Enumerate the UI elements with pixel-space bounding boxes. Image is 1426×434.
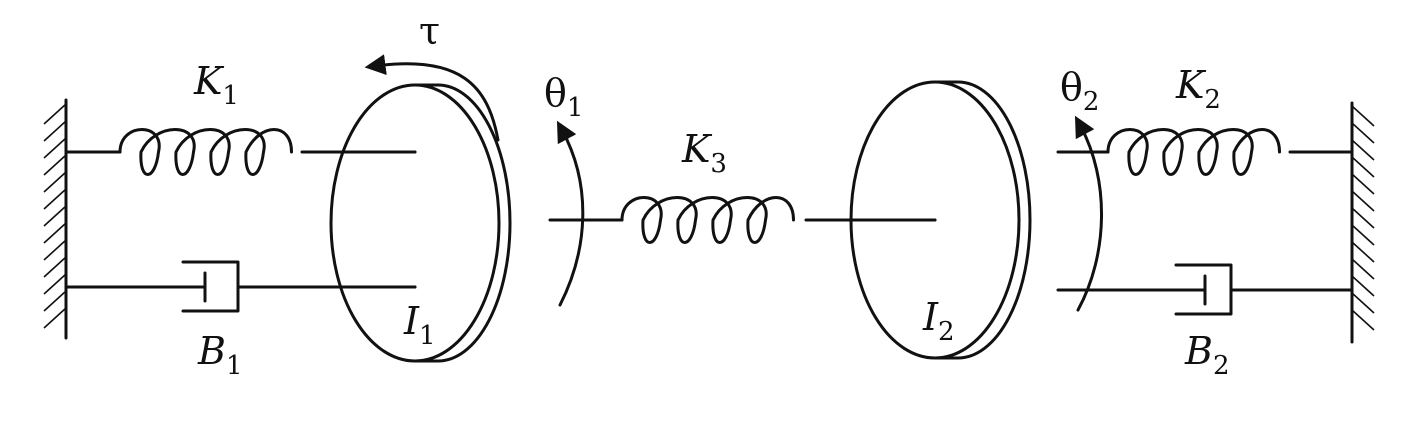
- label-b1: B1: [197, 329, 242, 381]
- hatch-mark: [1351, 139, 1375, 161]
- right-wall: [1350, 101, 1375, 344]
- hatch-mark: [43, 222, 67, 244]
- hatch-mark: [1351, 309, 1375, 331]
- hatch-mark: [1351, 224, 1375, 246]
- hatch-mark: [43, 154, 67, 176]
- label-tau: τ: [419, 9, 440, 53]
- label-b2: B2: [1184, 329, 1229, 381]
- hatch-mark: [1351, 105, 1375, 127]
- hatch-mark: [43, 290, 67, 312]
- disk-i1: [328, 83, 512, 363]
- hatch-mark: [1351, 122, 1375, 144]
- hatch-mark: [1351, 156, 1375, 178]
- label-k2: K2: [1175, 63, 1221, 115]
- theta1-arrow: [556, 120, 585, 307]
- hatch-mark: [1351, 207, 1375, 229]
- hatch-mark: [43, 137, 67, 159]
- torque-arrow: [364, 54, 500, 142]
- hatch-mark: [1351, 292, 1375, 314]
- hatch-mark: [1351, 173, 1375, 195]
- spring-k2: [1056, 128, 1354, 176]
- label-theta1: θ1: [544, 71, 583, 123]
- label-k3: K3: [681, 127, 727, 179]
- hatch-mark: [43, 171, 67, 193]
- hatch-mark: [43, 307, 67, 329]
- hatch-mark: [1351, 190, 1375, 212]
- hatch-mark: [1351, 275, 1375, 297]
- hatch-mark: [1351, 258, 1375, 280]
- label-i2: I2: [922, 295, 955, 347]
- label-i1: I1: [403, 299, 436, 351]
- hatch-mark: [43, 103, 67, 125]
- disk-i2: [848, 80, 1032, 360]
- hatch-mark: [43, 205, 67, 227]
- theta2-arrow: [1074, 115, 1103, 312]
- left-wall-hatching: [43, 103, 67, 329]
- label-k1: K1: [193, 59, 239, 111]
- hatch-mark: [43, 120, 67, 142]
- left-wall: [43, 98, 68, 340]
- right-wall-hatching: [1351, 105, 1375, 331]
- hatch-mark: [1351, 241, 1375, 263]
- hatch-mark: [43, 256, 67, 278]
- hatch-mark: [43, 239, 67, 261]
- hatch-mark: [43, 188, 67, 210]
- hatch-mark: [43, 273, 67, 295]
- damper-b2: [1056, 263, 1354, 316]
- label-theta2: θ2: [1060, 65, 1099, 117]
